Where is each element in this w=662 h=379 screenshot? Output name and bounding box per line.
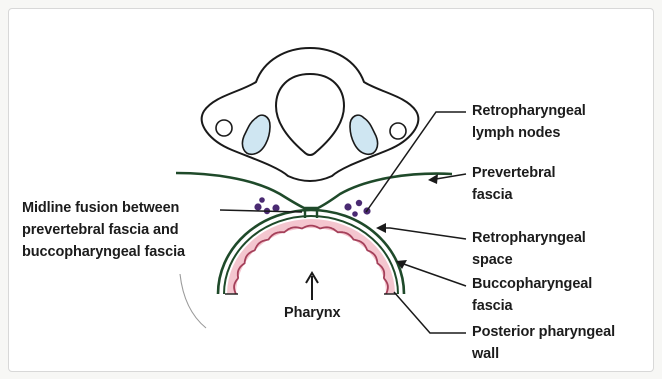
right-transverse-foramen <box>390 123 406 139</box>
left-transverse-foramen <box>216 120 232 136</box>
leader-buccopharyngeal-fascia <box>398 262 466 286</box>
lymph-node <box>356 200 362 206</box>
label-midline-fusion: Midline fusion between prevertebral fasc… <box>22 197 185 263</box>
lymph-node <box>344 203 351 210</box>
label-buccopharyngeal-fascia: Buccopharyngeal fascia <box>472 273 592 317</box>
label-line: buccopharyngeal fascia <box>22 241 185 263</box>
label-retropharyngeal-lymph-nodes: Retropharyngeal lymph nodes <box>472 100 586 144</box>
label-line: Midline fusion between <box>22 197 185 219</box>
lymph-node <box>254 203 261 210</box>
label-line: fascia <box>472 295 592 317</box>
label-line: Retropharyngeal <box>472 227 586 249</box>
label-line: space <box>472 249 586 271</box>
lymph-node <box>259 197 265 203</box>
label-prevertebral-fascia: Prevertebral fascia <box>472 162 555 206</box>
leader-midline-fusion <box>220 210 302 212</box>
leader-retropharyngeal-space <box>380 228 466 239</box>
label-retropharyngeal-space: Retropharyngeal space <box>472 227 586 271</box>
label-line: Prevertebral <box>472 162 555 184</box>
label-posterior-pharyngeal-wall: Posterior pharyngeal wall <box>472 321 615 365</box>
label-line: lymph nodes <box>472 122 586 144</box>
label-pharynx: Pharynx <box>284 302 341 324</box>
label-line: Buccopharyngeal <box>472 273 592 295</box>
label-line: wall <box>472 343 615 365</box>
label-line: Retropharyngeal <box>472 100 586 122</box>
leader-posterior-pharyngeal-wall <box>394 292 466 333</box>
faint-margin-stroke <box>180 274 206 328</box>
label-line: Posterior pharyngeal <box>472 321 615 343</box>
lymph-node <box>272 204 279 211</box>
label-line: prevertebral fascia and <box>22 219 185 241</box>
label-line: fascia <box>472 184 555 206</box>
vertebra <box>202 48 419 181</box>
lymph-node <box>352 211 358 217</box>
pharynx-arrow <box>306 273 318 300</box>
